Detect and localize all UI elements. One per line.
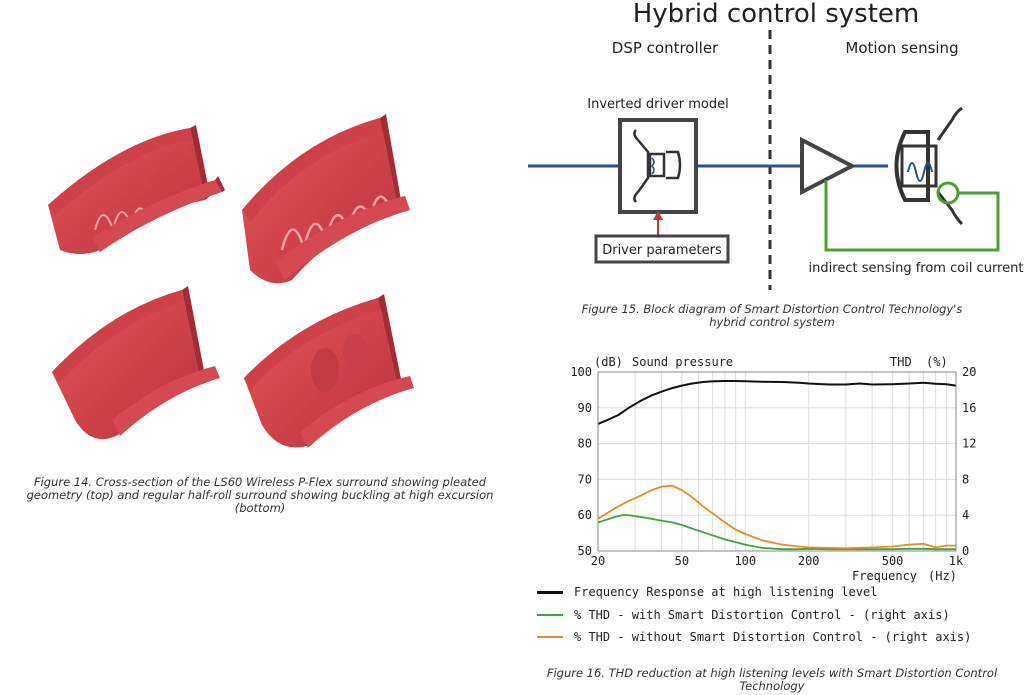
x-tick-label: 100 — [734, 554, 756, 568]
halfroll-surround-b — [244, 294, 414, 448]
pleated-surround-b — [242, 114, 410, 284]
y-right-tick-label: 8 — [962, 472, 969, 486]
x-tick-label: 1k — [949, 554, 964, 568]
figure14-caption: Figure 14. Cross-section of the LS60 Wir… — [26, 475, 494, 515]
series-line-0 — [597, 380, 957, 425]
left-axis-unit: (dB) — [594, 355, 623, 369]
diagram-title: Hybrid control system — [633, 0, 920, 29]
series-line-2 — [597, 484, 956, 550]
y-right-tick-label: 20 — [962, 365, 976, 379]
plot-frame — [597, 371, 957, 552]
figure16-caption: Figure 16. THD reduction at high listeni… — [546, 666, 998, 693]
chart-series — [597, 380, 957, 551]
y-left-tick-label: 80 — [578, 437, 592, 451]
left-axis-label: Sound pressure — [632, 355, 733, 369]
y-right-tick-label: 4 — [962, 508, 969, 522]
x-tick-label: 50 — [675, 554, 689, 568]
inverted-model-block — [618, 118, 698, 214]
x-tick-label: 20 — [591, 554, 605, 568]
x-axis-unit: (Hz) — [928, 569, 957, 583]
surround-renders — [48, 114, 414, 448]
legend-label-thd-with: % THD - with Smart Distortion Control - … — [574, 608, 950, 622]
y-left-tick-label: 70 — [578, 472, 592, 486]
legend-swatch-frequency-response — [537, 590, 563, 594]
y-left-tick-label: 50 — [578, 544, 592, 558]
legend-swatch-thd-with — [537, 614, 563, 616]
inverted-speaker-icon — [633, 129, 682, 203]
driver-params-box — [594, 234, 730, 264]
y-left-tick-label: 100 — [570, 365, 592, 379]
motion-sensing-label: Motion sensing — [845, 39, 958, 57]
y-left-tick-label: 90 — [578, 401, 592, 415]
chart-grid — [597, 371, 957, 552]
y-right-tick-label: 0 — [962, 544, 969, 558]
driver-params-label: Driver parameters — [602, 243, 722, 258]
amplifier-triangle — [800, 136, 857, 196]
y-right-tick-label: 12 — [962, 437, 976, 451]
pleated-surround-a — [48, 125, 225, 254]
legend-label-frequency-response: Frequency Response at high listening lev… — [574, 585, 878, 599]
legend-label-thd-without: % THD - without Smart Distortion Control… — [574, 630, 972, 644]
y-left-tick-label: 60 — [578, 508, 592, 522]
right-axis-unit: (%) — [926, 355, 948, 369]
driver-icon — [894, 106, 964, 226]
legend-item-frequency-response: Frequency Response at high listening lev… — [537, 584, 877, 600]
dsp-controller-label: DSP controller — [612, 39, 719, 57]
feedback-loop-line — [824, 180, 1000, 252]
inverted-model-label: Inverted driver model — [587, 97, 728, 112]
figure15-caption: Figure 15. Block diagram of Smart Distor… — [581, 302, 963, 329]
y-right-tick-label: 16 — [962, 401, 976, 415]
legend-item-thd-with: % THD - with Smart Distortion Control - … — [537, 607, 950, 623]
x-axis-label: Frequency — [852, 569, 917, 583]
halfroll-surround-a — [52, 286, 220, 440]
x-tick-label: 200 — [798, 554, 820, 568]
legend-item-thd-without: % THD - without Smart Distortion Control… — [537, 629, 971, 645]
param-arrow-head — [653, 211, 663, 220]
indirect-sensing-label: indirect sensing from coil current — [809, 261, 1024, 276]
block-diagram: Hybrid control system DSP controller Mot… — [528, 0, 1024, 290]
sensing-point — [936, 181, 960, 205]
right-axis-label: THD — [890, 355, 912, 369]
legend-swatch-thd-without — [537, 636, 563, 638]
x-tick-label: 500 — [882, 554, 904, 568]
series-line-1 — [597, 514, 956, 551]
